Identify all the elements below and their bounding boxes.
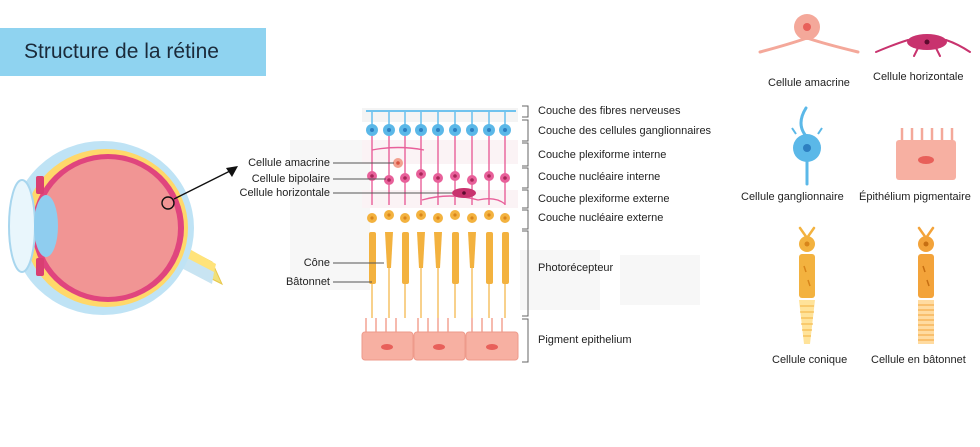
layer-label-6: Photorécepteur xyxy=(538,262,614,274)
layer-label-3: Couche nucléaire interne xyxy=(538,171,661,183)
label-rod: Bâtonnet xyxy=(285,276,330,288)
layer-label-5: Couche nucléaire externe xyxy=(538,212,664,224)
eye-illustration xyxy=(8,141,238,315)
label-bipolar: Cellule bipolaire xyxy=(251,173,330,185)
layer-label-7: Pigment epithelium xyxy=(538,334,632,346)
legend-ganglion-label: Cellule ganglionnaire xyxy=(741,191,844,203)
label-horizontal: Cellule horizontale xyxy=(239,187,331,199)
rod-cell-icon xyxy=(917,226,935,344)
layer-label-1: Couche des cellules ganglionnaires xyxy=(538,125,712,137)
layer-label-0: Couche des fibres nerveuses xyxy=(538,105,681,117)
legend-horizontal-label: Cellule horizontale xyxy=(873,71,964,83)
page-title: Structure de la rétine xyxy=(24,40,219,63)
title-banner xyxy=(0,28,266,76)
ganglion-cell-icon xyxy=(791,106,823,186)
legend-pigment-label: Épithélium pigmentaire xyxy=(859,191,971,203)
cone-cell-icon xyxy=(798,226,816,344)
legend-amacrine-label: Cellule amacrine xyxy=(768,77,850,89)
retina-block xyxy=(361,108,519,361)
horizontal-cell-icon xyxy=(875,34,971,57)
layer-label-4: Couche plexiforme externe xyxy=(538,193,670,205)
amacrine-cell-icon xyxy=(758,14,860,54)
legend-rod-label: Cellule en bâtonnet xyxy=(871,354,966,366)
label-cone: Cône xyxy=(303,257,330,269)
cell-pointer-lines xyxy=(333,162,452,283)
label-amacrine: Cellule amacrine xyxy=(248,157,330,169)
pigment-epithelium-icon xyxy=(896,128,956,180)
layer-label-2: Couche plexiforme interne xyxy=(538,149,667,161)
legend-cone-label: Cellule conique xyxy=(772,354,848,366)
layer-brackets xyxy=(522,105,529,363)
